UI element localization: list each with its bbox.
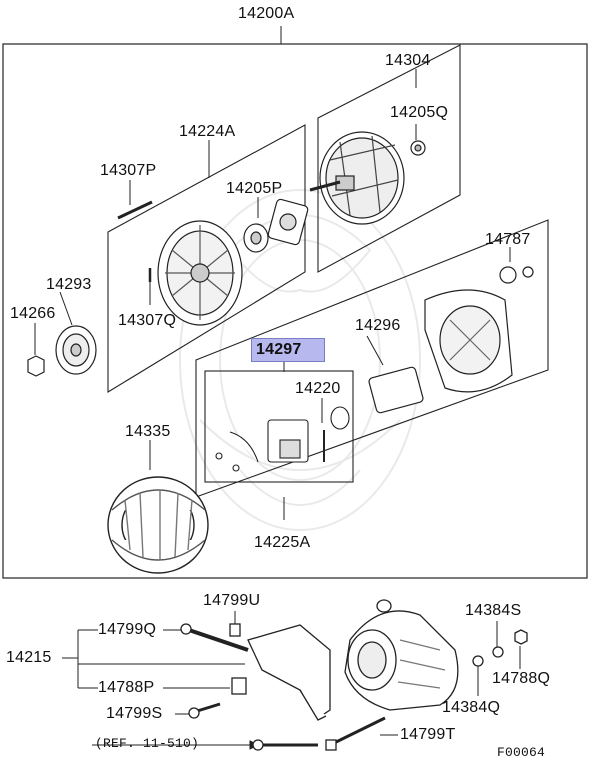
front-bracket-group: [107, 124, 306, 393]
assembly-frame: [2, 43, 588, 579]
label-rear-bracket: 14225A: [254, 534, 311, 551]
label-pulley: 14293: [46, 276, 92, 293]
label-long-bolt: 14799T: [400, 726, 456, 743]
label-rectifier: 14296: [355, 317, 401, 334]
label-regulator-highlight[interactable]: 14297: [251, 338, 325, 362]
regulator-drawing: [215, 406, 350, 472]
label-pulley-nut: 14266: [10, 305, 56, 322]
label-washer-lower: 14384Q: [442, 699, 501, 716]
label-bracket-nut: 14788P: [98, 679, 155, 696]
label-bracket-bolt-lower: 14799S: [106, 705, 163, 722]
rotor-group: [317, 44, 461, 273]
through-bolt-drawing: [117, 200, 153, 220]
label-bracket-bolt-top: 14799U: [203, 592, 261, 609]
rotor-drawing: [309, 131, 426, 225]
pulley-drawing: [27, 325, 97, 377]
figure-code: F00064: [497, 745, 546, 760]
mount-bracket-drawing: [180, 623, 386, 751]
rear-bracket-drawing: [368, 266, 534, 414]
regulator-box: [204, 370, 354, 483]
label-cover-nut: 14787: [485, 231, 531, 248]
label-brush-holder: 14220: [295, 380, 341, 397]
label-through-bolt: 14307P: [100, 162, 157, 179]
stator-drawing: [107, 476, 209, 574]
label-washer: 14384S: [465, 602, 522, 619]
label-front-bracket: 14224A: [179, 123, 236, 140]
label-reference: (REF. 11-510): [95, 736, 200, 751]
label-stator: 14335: [125, 423, 171, 440]
label-rotor: 14304: [385, 52, 431, 69]
alternator-drawing: [344, 599, 528, 711]
rear-bracket-group: [195, 219, 549, 498]
label-rotor-bearing: 14205Q: [390, 104, 449, 121]
label-front-screw: 14307Q: [118, 312, 177, 329]
label-nut-right: 14788Q: [492, 670, 551, 687]
label-main-assembly: 14200A: [238, 5, 295, 22]
front-bracket-drawing: [157, 198, 309, 326]
label-bracket-bolt-long: 14799Q: [98, 621, 157, 638]
label-bracket-group: 14215: [6, 649, 52, 666]
label-front-bearing: 14205P: [226, 180, 283, 197]
